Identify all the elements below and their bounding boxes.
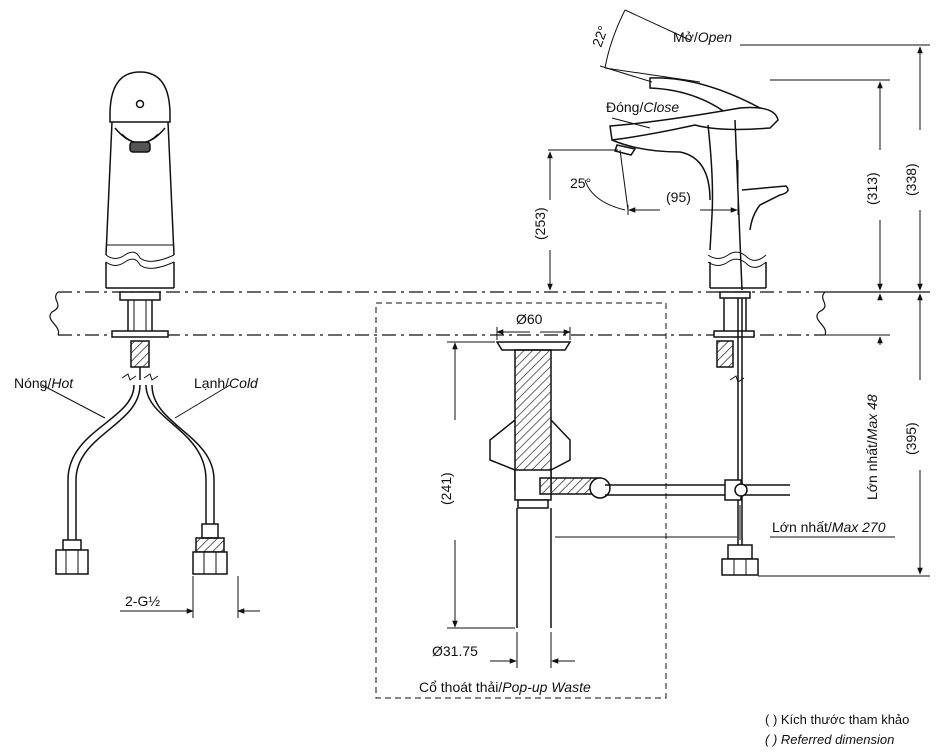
drain-dimensions	[447, 327, 575, 668]
label-waste: Cổ thoát thải/Pop-up Waste	[419, 679, 591, 695]
label-hot: Nóng/Hot	[14, 375, 74, 391]
label-reach: (95)	[666, 189, 691, 205]
label-max-thickness: Lớn nhất/Max 48	[864, 394, 880, 500]
front-view-faucet	[41, 71, 231, 575]
handle-angles	[584, 9, 701, 211]
label-drain-dia: Ø60	[516, 311, 543, 327]
label-close: Đóng/Close	[606, 99, 679, 115]
thread-dimension	[120, 576, 260, 618]
popup-waste	[375, 302, 790, 699]
label-angle-close: 25°	[570, 175, 591, 191]
label-open: Mở/Open	[673, 29, 732, 45]
height-dimensions	[547, 44, 930, 577]
legend-line-vn: ( ) Kích thước tham khảo	[765, 712, 910, 727]
side-view-faucet	[599, 65, 789, 576]
legend-line-en: ( ) Referred dimension	[765, 732, 895, 747]
label-cold: Lạnh/Cold	[194, 375, 259, 391]
label-height-below: (395)	[903, 422, 919, 455]
label-drain-height: (241)	[438, 472, 454, 505]
label-height-body: (313)	[864, 172, 880, 205]
label-height-spout: (253)	[532, 207, 548, 240]
counter-top	[49, 291, 930, 336]
label-tail-dia: Ø31.75	[432, 643, 478, 659]
label-height-total: (338)	[903, 163, 919, 196]
label-thread: 2-G½	[125, 593, 160, 609]
label-max-rod: Lớn nhất/Max 270	[772, 519, 886, 535]
label-angle-open: 22°	[589, 24, 611, 49]
